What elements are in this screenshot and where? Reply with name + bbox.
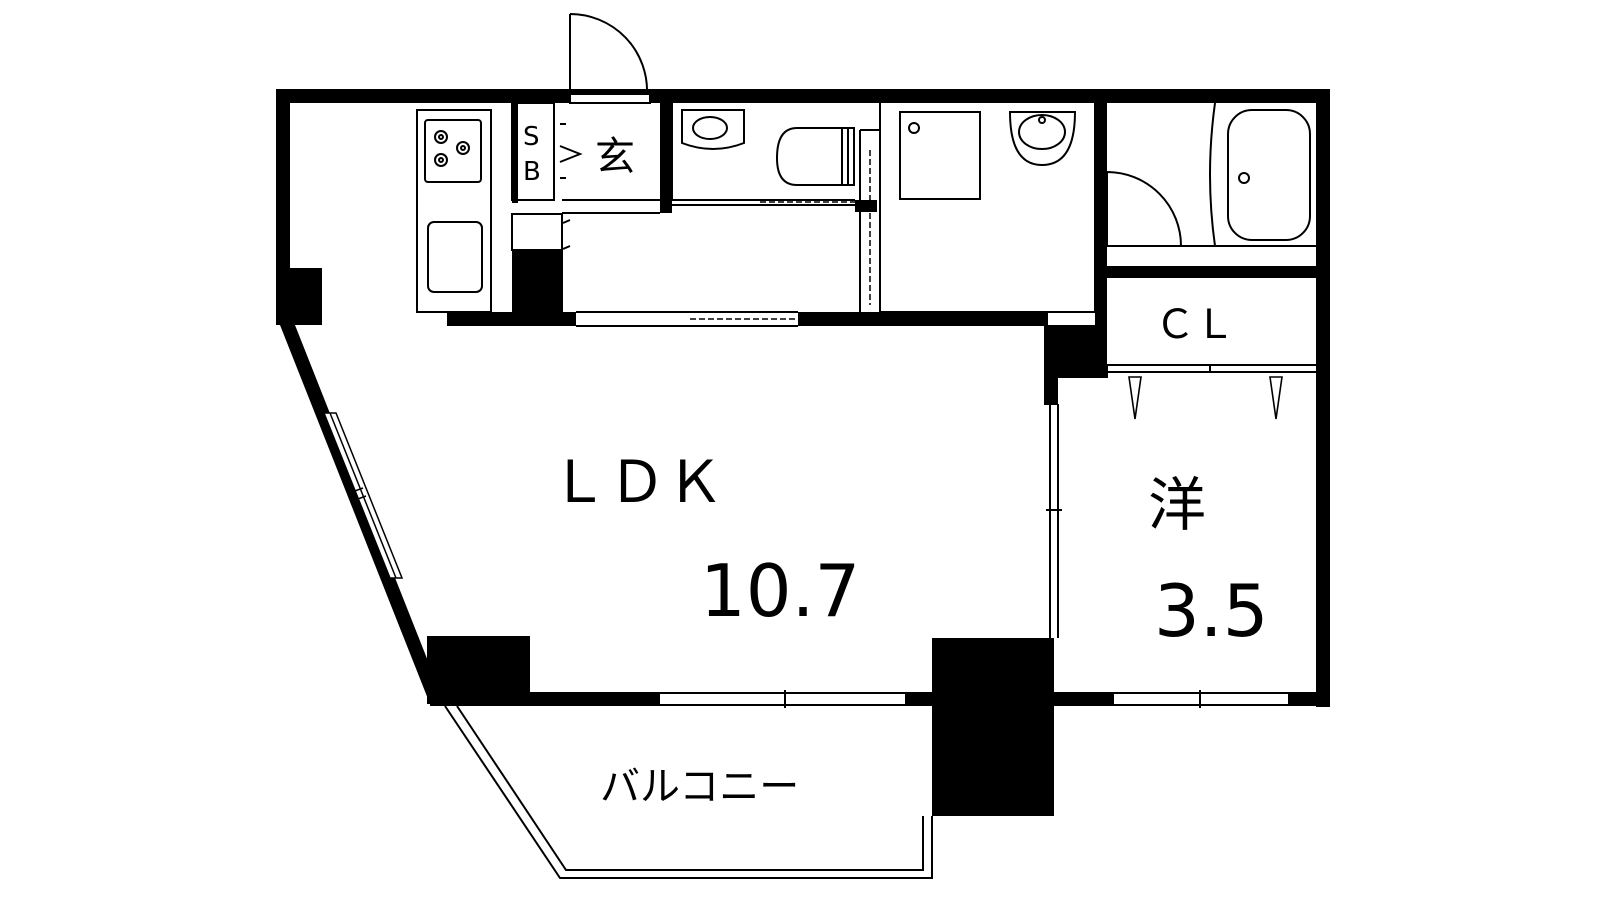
bottom-wall-c bbox=[1054, 692, 1114, 706]
wall-pillar-kitchen bbox=[512, 250, 562, 312]
bottom-wall-a bbox=[430, 692, 660, 706]
door-bath bbox=[1106, 171, 1183, 247]
bathtub bbox=[1227, 109, 1311, 241]
outer-walls bbox=[276, 89, 1330, 816]
closet-label: ＣＬ bbox=[1155, 302, 1235, 348]
door-entrance bbox=[569, 13, 649, 95]
closet-door bbox=[1107, 364, 1316, 373]
wall-wc-bottom bbox=[855, 200, 877, 212]
interior-wall-h bbox=[798, 312, 1048, 326]
shoe-box bbox=[511, 102, 555, 201]
western-room-label: 洋 bbox=[1148, 471, 1206, 539]
left-wall-upper bbox=[276, 89, 290, 321]
small-box bbox=[511, 213, 563, 251]
top-wall bbox=[276, 89, 1330, 103]
wall-cl-left bbox=[1095, 266, 1107, 365]
slanted-window bbox=[322, 412, 404, 579]
balcony-label: バルコニー bbox=[600, 764, 799, 810]
partitions bbox=[416, 13, 1316, 879]
column-left bbox=[276, 268, 322, 325]
toilet bbox=[775, 127, 849, 186]
bottom-wall-b bbox=[905, 692, 932, 706]
shoe-box-label-b: B bbox=[523, 157, 541, 187]
wall-sb bbox=[512, 103, 518, 203]
washbasin-b bbox=[1008, 111, 1077, 167]
kitchen-counter bbox=[416, 109, 492, 313]
ldk-area: 10.7 bbox=[700, 549, 860, 633]
bottom-wall-d bbox=[1288, 692, 1330, 706]
window-western bbox=[1114, 690, 1288, 708]
balcony-outline bbox=[444, 705, 933, 879]
wall-bath-left bbox=[1095, 103, 1107, 273]
kitchen-back-wall bbox=[447, 312, 576, 326]
western-room-area: 3.5 bbox=[1154, 569, 1269, 653]
column-bottom-mid bbox=[932, 638, 1054, 816]
washbasin-a bbox=[681, 109, 745, 150]
slanted-wall bbox=[278, 320, 445, 704]
cooktop bbox=[424, 119, 482, 183]
wall-ent-right bbox=[660, 103, 672, 213]
sink bbox=[427, 221, 483, 293]
wall-cl-top bbox=[1095, 266, 1330, 278]
shower-pan bbox=[899, 111, 981, 200]
ldk-label: ＬＤＫ bbox=[550, 448, 724, 516]
entrance-label: 玄 bbox=[595, 134, 635, 180]
shoe-box-label-s: S bbox=[523, 122, 540, 152]
right-wall bbox=[1316, 89, 1330, 707]
window-ldk bbox=[660, 690, 905, 708]
